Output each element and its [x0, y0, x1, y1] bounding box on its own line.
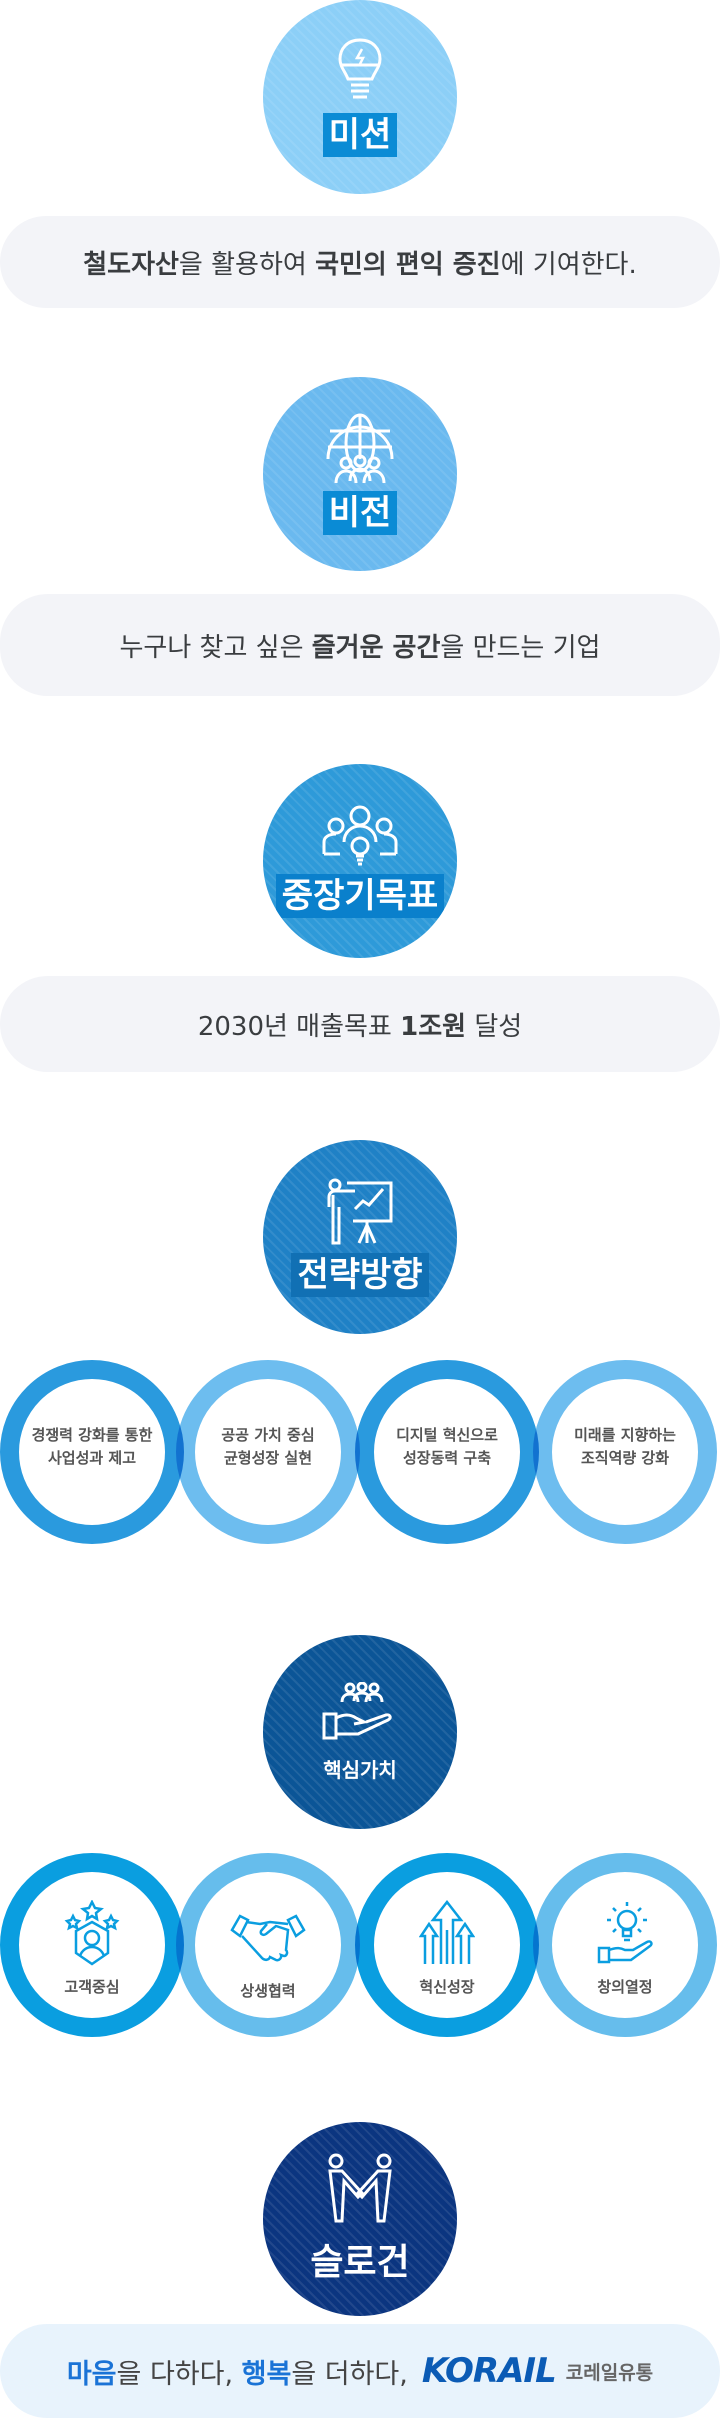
mission-bold-1: 철도자산	[83, 249, 179, 280]
slogan-highlight-2: 행복	[241, 2358, 292, 2390]
strategy-item-line2: 균형성장 실현	[223, 1448, 313, 1467]
mission-title: 미션	[322, 112, 398, 158]
handshake-icon	[230, 1914, 306, 1962]
presentation-icon	[327, 1178, 393, 1245]
core-values-title: 핵심가치	[323, 1757, 397, 1782]
core-value-item: 창의열정	[550, 1900, 700, 1999]
core-value-item: 혁신성장	[372, 1900, 522, 1999]
goal-bold: 1조원	[400, 1011, 467, 1042]
lightbulb-icon	[338, 38, 382, 99]
goal-circle: 중장기목표	[263, 764, 457, 958]
strategy-item-line1: 경쟁력 강화를 통한	[31, 1426, 153, 1444]
vision-title: 비전	[322, 490, 398, 536]
core-value-item: 고객중심	[17, 1900, 167, 1999]
customer-icon	[64, 1900, 120, 1966]
idea-hand-icon	[597, 1902, 653, 1964]
slogan-title: 슬로건	[310, 2242, 410, 2283]
goal-text-1: 2030년 매출목표	[197, 1011, 401, 1042]
caring-hand-icon	[322, 1681, 392, 1739]
mission-circle: 미션	[263, 0, 457, 194]
vision-text-1: 누구나 찾고 싶은	[119, 632, 312, 663]
strategy-item-line1: 미래를 지향하는	[574, 1426, 676, 1444]
vision-text-2: 을 만드는 기업	[440, 632, 601, 663]
mission-text-1: 을 활용하여	[178, 249, 316, 280]
core-value-item: 상생협력	[193, 1910, 343, 2003]
company-name: 코레일유통	[565, 2361, 654, 2384]
mission-bold-2: 국민의 편익 증진	[315, 249, 501, 280]
korail-logo: KORAIL	[421, 2351, 557, 2391]
mission-text-2: 에 기여한다.	[500, 249, 637, 280]
vision-bold: 즐거운 공간	[311, 632, 441, 663]
slogan-circle: 슬로건	[263, 2122, 457, 2316]
goal-statement: 2030년 매출목표 1조원 달성	[0, 976, 720, 1072]
strategy-item-line1: 공공 가치 중심	[221, 1426, 315, 1444]
team-idea-icon	[322, 805, 398, 866]
core-values-circle: 핵심가치	[263, 1635, 457, 1829]
strategy-circle: 전략방향	[263, 1140, 457, 1334]
partnership-icon	[328, 2153, 392, 2223]
globe-people-icon	[326, 413, 394, 483]
core-value-label: 고객중심	[64, 1978, 120, 1996]
arrows-up-icon	[419, 1900, 475, 1964]
slogan-highlight-1: 마음	[66, 2358, 117, 2390]
vision-circle: 비전	[263, 377, 457, 571]
core-value-label: 혁신성장	[419, 1978, 475, 1996]
slogan-text-2: 을 더하다,	[291, 2358, 408, 2390]
goal-text-2: 달성	[466, 1011, 523, 1042]
strategy-item-line2: 조직역량 강화	[580, 1448, 670, 1467]
core-value-label: 상생협력	[240, 1982, 296, 2000]
goal-title: 중장기목표	[275, 873, 445, 919]
strategy-title: 전략방향	[291, 1252, 429, 1298]
slogan-text-1: 을 다하다,	[116, 2358, 242, 2390]
core-value-label: 창의열정	[597, 1978, 653, 1996]
strategy-item-line1: 디지털 혁신으로	[396, 1426, 498, 1444]
strategy-item-line2: 성장동력 구축	[402, 1448, 492, 1467]
strategy-item-line2: 사업성과 제고	[47, 1448, 137, 1467]
